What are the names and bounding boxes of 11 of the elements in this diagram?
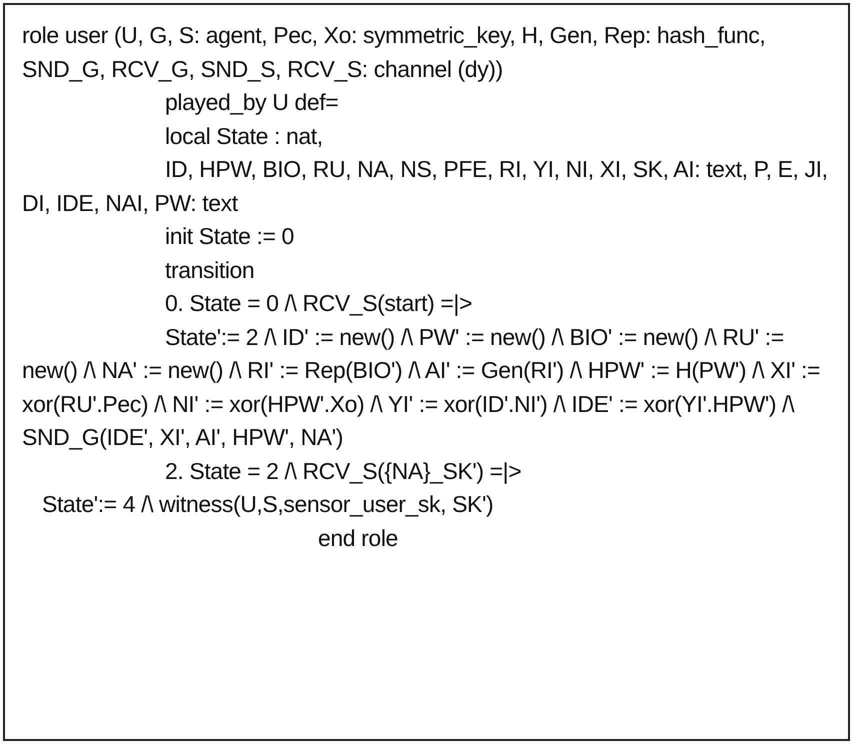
code-line: State':= 4 /\ witness(U,S,sensor_user_sk, SK') [42,490,494,519]
code-line: State':= 2 /\ ID' := new() /\ PW' := new() /\ BIO' := new() /\ RU' := new() /\ NA' := new() /\ RI' := Rep(BIO') /\ AI' := Gen(RI') /\ HPW' := H(PW') /\ XI' := xor(RU'.Pec) /\ NI' := xor(HPW'.Xo) /\ YI' := xor(ID'.NI') /\ IDE' := xor(YI'.HPW') /\ SND_G(IDE', XI', AI', HPW', NA') [22,322,822,452]
code-line: 2. State = 2 /\ RCV_S({NA}_SK') =|> [164,456,522,486]
code-listing-box [3,3,850,741]
code-line: local State : nat, [164,122,324,150]
code-line: transition [164,256,256,284]
code-line: init State := 0 [164,222,295,251]
code-line: role user (U, G, S: agent, Pec, Xo: symmetric_key, H, Gen, Rep: hash_func, SND_G, RCV_G, SND_S, RCV_S: channel (dy)) [22,21,766,84]
code-line: end role [317,524,399,552]
code-line: 0. State = 0 /\ RCV_S(start) =|> [164,289,474,318]
code-line: played_by U def= [164,88,340,117]
